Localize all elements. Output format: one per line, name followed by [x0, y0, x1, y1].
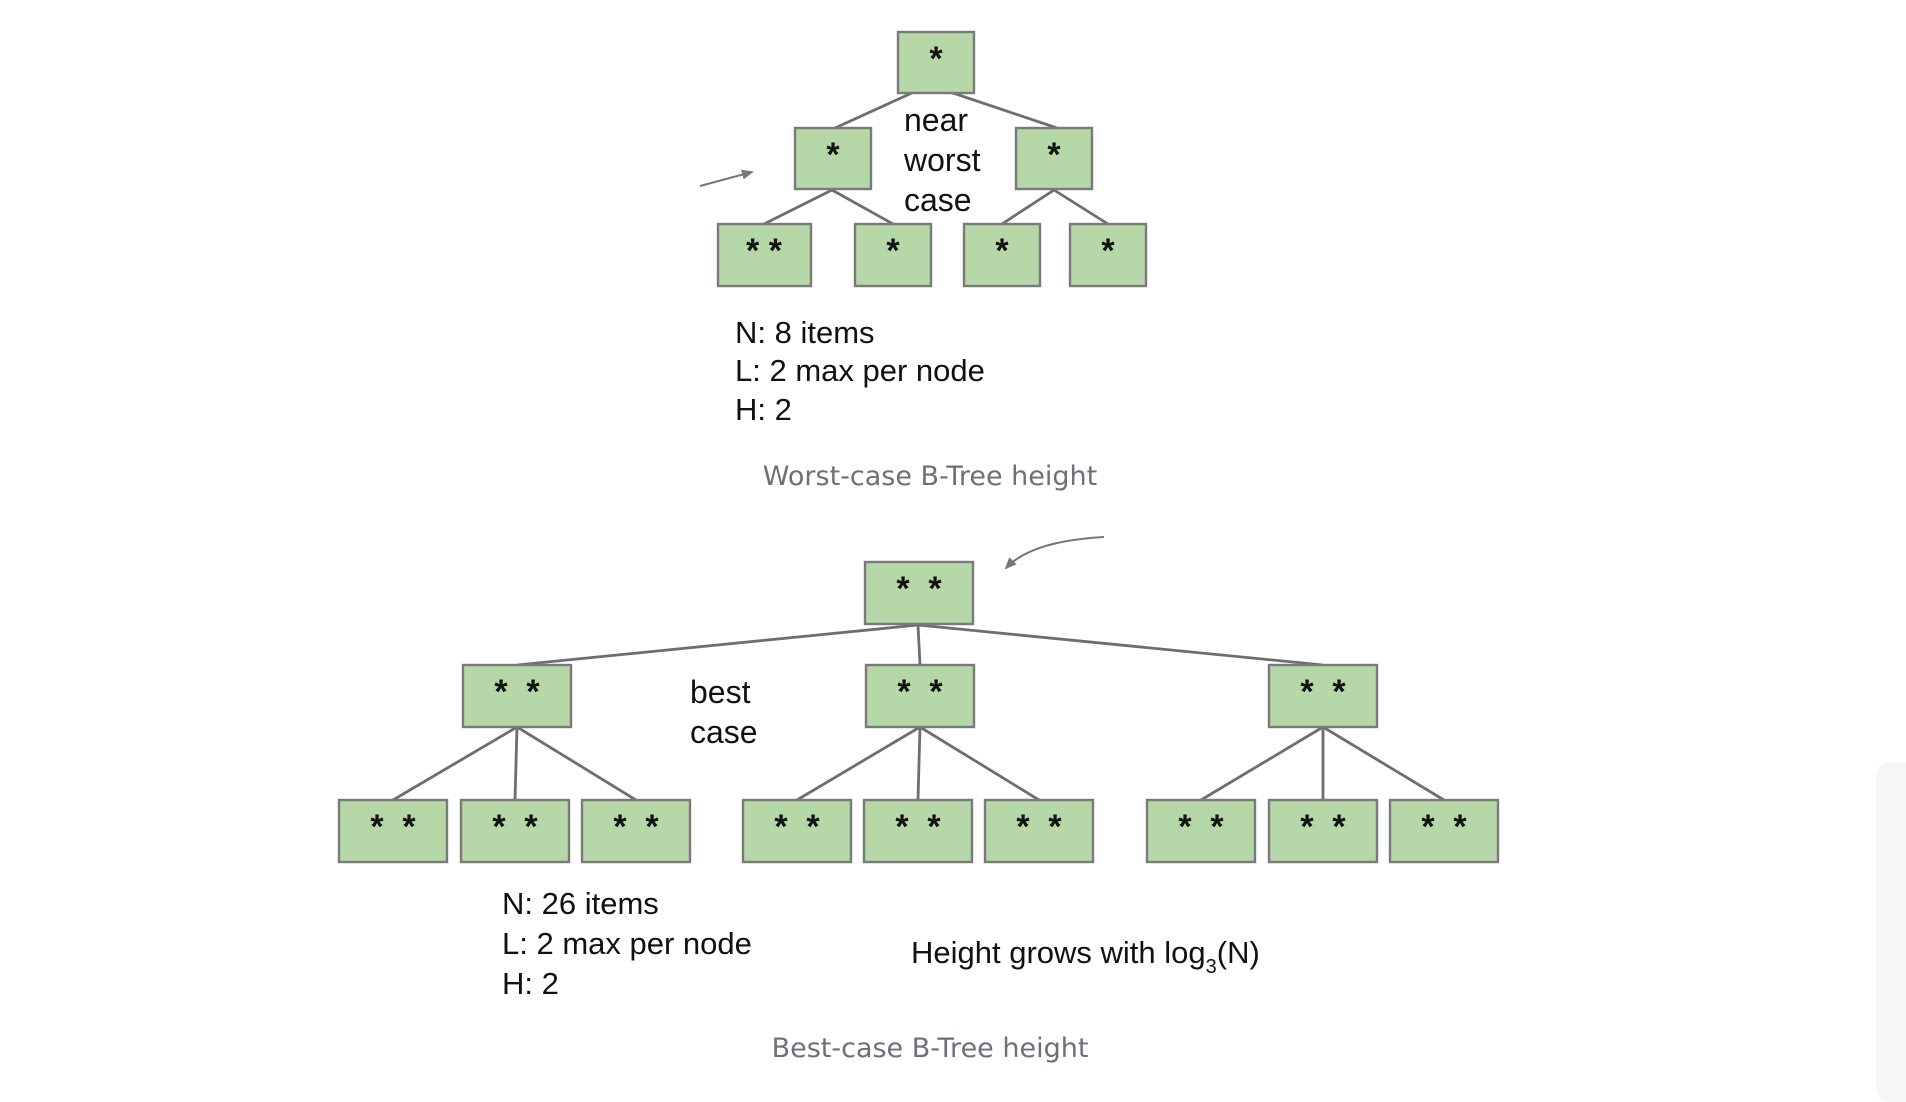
stat-line: L: 2 max per node: [735, 353, 985, 388]
annotation-line: worst: [903, 142, 981, 178]
worst-case-tree: * * * * * * * * near worst case: [699, 30, 1148, 492]
tree-edge: [392, 725, 518, 802]
node-keys: * *: [896, 570, 942, 608]
b-tree-diagram: * * * * * * * * near worst case: [337, 30, 1500, 1064]
node-keys: * *: [895, 808, 941, 846]
figure-caption: Best-case B-Tree height: [772, 1033, 1089, 1064]
tree-edge: [1001, 188, 1055, 226]
tree-node: *: [853, 222, 933, 288]
tree-node: * *: [459, 798, 571, 864]
tree-edge: [796, 725, 921, 802]
tree-node: * *: [1267, 798, 1379, 864]
tree-edge: [916, 726, 922, 801]
node-keys: *: [826, 136, 840, 174]
node-keys: * *: [1300, 808, 1346, 846]
worst-case-edges: [763, 90, 1109, 226]
annotation-line: case: [904, 182, 972, 218]
tree-node: * *: [741, 798, 853, 864]
node-keys: *: [886, 232, 900, 270]
node-keys: * *: [746, 232, 783, 270]
growth-note-subscript: 3: [1206, 956, 1217, 978]
tree-edge: [834, 90, 915, 130]
annotation-line: case: [690, 714, 758, 750]
tree-node: * *: [862, 798, 974, 864]
tree-edge: [763, 188, 833, 226]
worst-case-annotation: near worst case: [903, 102, 981, 218]
stat-line: N: 8 items: [735, 315, 875, 350]
tree-node: *: [793, 126, 873, 191]
best-case-stats: N: 26 items L: 2 max per node H: 2: [502, 886, 752, 1001]
stat-line: H: 2: [735, 392, 792, 427]
tree-node: * *: [1267, 663, 1379, 729]
tree-node: *: [962, 222, 1042, 288]
node-keys: * *: [370, 808, 416, 846]
stat-line: H: 2: [502, 966, 559, 1001]
node-keys: * *: [1178, 808, 1224, 846]
tree-node: *: [1014, 126, 1094, 191]
annotation-line: near: [904, 102, 968, 138]
best-case-annotation: best case: [690, 674, 758, 750]
tree-node: *: [896, 30, 976, 95]
tree-edge: [917, 623, 1324, 667]
node-keys: * *: [492, 808, 538, 846]
tree-node: * *: [1388, 798, 1500, 864]
figure-caption: Worst-case B-Tree height: [763, 461, 1097, 492]
tree-edge: [516, 623, 919, 667]
node-keys: * *: [494, 673, 540, 711]
node-keys: * *: [613, 808, 659, 846]
node-keys: * *: [1300, 673, 1346, 711]
tree-node: * *: [863, 560, 975, 626]
tree-edge: [919, 725, 1040, 802]
tree-node: * *: [1145, 798, 1257, 864]
stat-line: L: 2 max per node: [502, 926, 752, 961]
side-panel-edge: [1876, 762, 1906, 1102]
growth-note-prefix: Height grows with log: [911, 935, 1206, 970]
node-keys: *: [1047, 136, 1061, 174]
tree-node: * *: [864, 663, 976, 729]
worst-case-stats: N: 8 items L: 2 max per node H: 2: [735, 315, 985, 427]
node-keys: * *: [897, 673, 943, 711]
node-keys: * *: [1016, 808, 1062, 846]
tree-node: * *: [461, 663, 573, 729]
best-case-edges: [392, 623, 1445, 802]
tree-node: *: [1068, 222, 1148, 288]
tree-edge: [949, 90, 1058, 130]
tree-edge: [516, 725, 637, 802]
stat-line: N: 26 items: [502, 886, 659, 921]
tree-node: * *: [983, 798, 1095, 864]
tree-node: * *: [337, 798, 449, 864]
tree-node: * *: [580, 798, 692, 864]
tree-edge: [1322, 725, 1445, 802]
node-keys: *: [995, 232, 1009, 270]
tree-node: * *: [716, 222, 813, 288]
tree-edge: [916, 624, 922, 666]
node-keys: *: [1101, 232, 1115, 270]
best-case-tree: * * * * * * * * * * * * * * *: [337, 536, 1500, 1064]
tree-edge: [1200, 725, 1324, 802]
node-keys: *: [929, 40, 943, 78]
tree-edge: [831, 188, 894, 226]
tree-edge: [1053, 188, 1109, 226]
node-keys: * *: [1421, 808, 1467, 846]
growth-note: Height grows with log3(N): [911, 935, 1260, 978]
pointer-arrow: [1004, 536, 1105, 570]
tree-edge: [513, 726, 519, 801]
annotation-line: best: [690, 674, 751, 710]
node-keys: * *: [774, 808, 820, 846]
pointer-arrow: [699, 169, 754, 187]
growth-note-suffix: (N): [1217, 935, 1260, 970]
